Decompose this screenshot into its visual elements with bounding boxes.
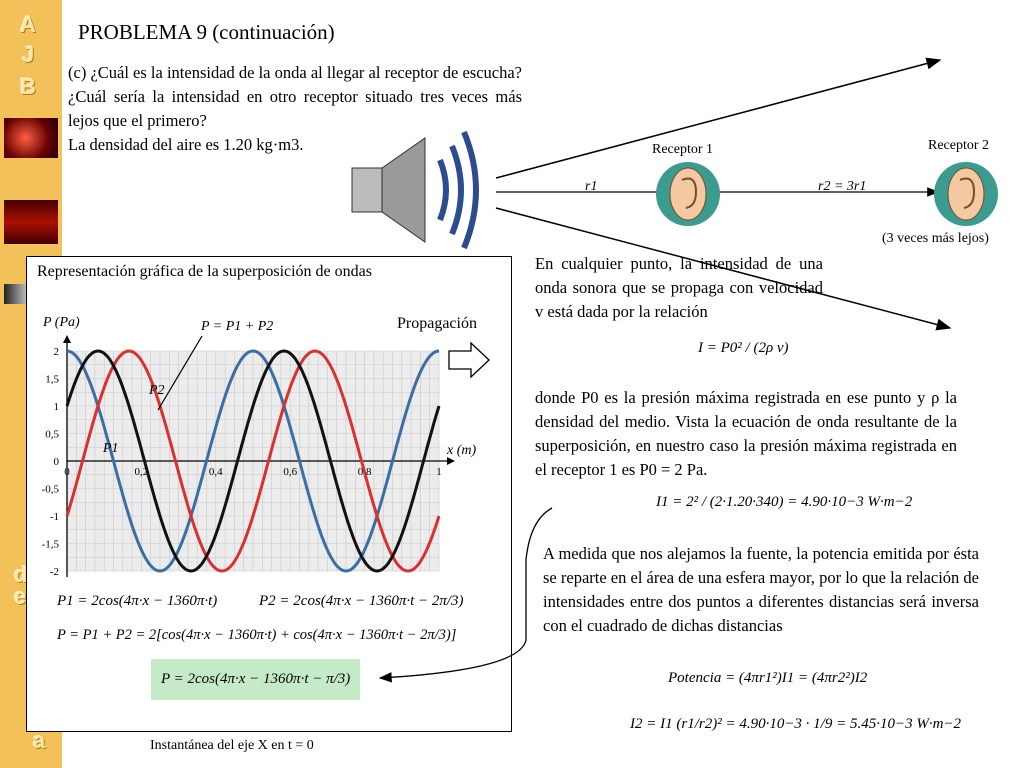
x-tick-label: 0 (64, 466, 70, 478)
series-line-2 (65, 349, 441, 573)
receptor-diagram (351, 57, 998, 331)
question-body: (c) ¿Cuál es la intensidad de la onda al… (68, 63, 522, 130)
eq-p2: P2 = 2cos(4π·x − 1360π·t − 2π/3) (259, 593, 464, 609)
x-axis-arrowhead (447, 457, 455, 465)
y-axis-label: P (Pa) (43, 315, 80, 330)
series-line-1 (65, 349, 441, 573)
power-equation: Potencia = (4πr1²)I1 = (4πr2²)I2 (668, 670, 868, 686)
question-text: (c) ¿Cuál es la intensidad de la onda al… (68, 61, 522, 157)
x-axis-label: x (m) (447, 443, 477, 458)
p1-label: P1 (103, 441, 119, 456)
p2-label: P2 (149, 383, 165, 398)
eq-result: P = 2cos(4π·x − 1360π·t − π/3) (151, 659, 361, 700)
sidebar-letter-d: d (14, 562, 28, 587)
x-tick-label: 0,6 (283, 466, 297, 478)
y-axis-arrowhead (63, 335, 71, 343)
y-tick-label: 1 (54, 401, 60, 413)
y-tick-label: 0,5 (45, 429, 59, 441)
y-tick-label: -0,5 (42, 484, 60, 496)
sidebar-photo-1 (4, 118, 58, 158)
sidebar-letter-j: J (22, 42, 35, 67)
sidebar-letter-e: e (14, 584, 27, 609)
r2-label: r2 = 3r1 (818, 179, 867, 194)
i1-formula: I1 = 2² / (2·1.20·340) = 4.90·10−3 W·m−2 (656, 494, 913, 510)
chart-caption: Instantánea del eje X en t = 0 (150, 738, 314, 753)
y-tick-label: -2 (50, 566, 59, 578)
eq-sum: P = P1 + P2 = 2[cos(4π·x − 1360π·t) + co… (57, 627, 457, 643)
propagation-arrow-icon (448, 341, 490, 379)
distance-text: A medida que nos alejamos la fuente, la … (543, 544, 979, 635)
i2-formula: I2 = I1 (r1/r2)² = 4.90·10−3 · 1/9 = 5.4… (630, 716, 962, 732)
density-line: La densidad del aire es 1.20 kg·m3. (68, 135, 304, 154)
y-tick-label: 2 (54, 346, 60, 358)
sidebar-letter-a2: a (33, 728, 46, 753)
p-sum-label: P = P1 + P2 (201, 319, 274, 334)
graph-box-title: Representación gráfica de la superposici… (37, 263, 372, 280)
sidebar-letter-b: B (20, 74, 36, 99)
receptor2-label: Receptor 2 (928, 138, 990, 153)
speaker-icon (351, 130, 479, 250)
wavefront-lower-arrow (495, 207, 952, 331)
intensity-intro: En cualquier punto, la intensidad de una… (535, 254, 823, 321)
distance-note: (3 veces más lejos) (882, 231, 989, 246)
graph-box: Representación gráfica de la superposici… (26, 256, 512, 732)
y-tick-label: 0 (54, 456, 60, 468)
y-tick-label: -1 (50, 511, 59, 523)
propagation-label: Propagación (397, 315, 477, 332)
y-tick-label: -1,5 (42, 539, 60, 551)
wavefront-upper-arrow (495, 57, 942, 179)
receptor1-label: Receptor 1 (652, 142, 714, 157)
ear-icon-2 (934, 162, 998, 226)
x-tick-label: 0,4 (209, 466, 223, 478)
eq-p1: P1 = 2cos(4π·x − 1360π·t) (57, 593, 218, 609)
x-tick-label: 0,2 (135, 466, 149, 478)
page-title: PROBLEMA 9 (continuación) (78, 20, 335, 44)
intensity-formula: I = P0² / (2ρ v) (698, 340, 789, 356)
sidebar-letter-a: A (20, 12, 36, 37)
intensity-explanation: donde P0 es la presión máxima registrada… (535, 388, 957, 479)
y-tick-label: 1,5 (45, 374, 59, 386)
ear-icon-1 (656, 162, 720, 226)
r1-label: r1 (585, 179, 598, 194)
sidebar-photo-2 (4, 200, 58, 244)
x-tick-label: 1 (436, 466, 442, 478)
